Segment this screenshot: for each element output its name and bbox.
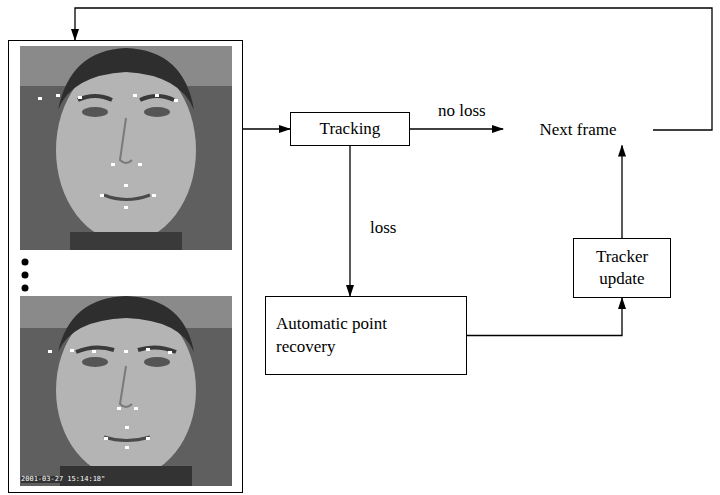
edge-label: loss bbox=[368, 218, 398, 238]
flow-arrow bbox=[621, 146, 622, 239]
ellipsis-dots bbox=[22, 259, 29, 292]
timestamp: 2001-03-27 15:14:18" bbox=[21, 476, 105, 483]
flow-arrow bbox=[467, 298, 622, 336]
flow-arrow bbox=[349, 146, 350, 296]
image-panel: 2001-03-27 15:14:18" bbox=[8, 40, 243, 493]
process-box: Tracking bbox=[290, 112, 410, 146]
face-image bbox=[20, 296, 232, 486]
flow-arrow bbox=[410, 128, 503, 129]
node-text: Tracker update bbox=[574, 246, 670, 290]
step-text: Next frame bbox=[503, 115, 653, 146]
process-box: Tracker update bbox=[573, 238, 671, 298]
process-box: Automatic point recovery bbox=[265, 296, 467, 375]
node-text: Next frame bbox=[540, 119, 617, 141]
node-text: Automatic point recovery bbox=[276, 313, 406, 357]
node-text: Tracking bbox=[320, 118, 381, 140]
edge-label: no loss bbox=[436, 101, 488, 121]
face-image bbox=[20, 46, 232, 250]
flow-arrow bbox=[243, 128, 290, 129]
